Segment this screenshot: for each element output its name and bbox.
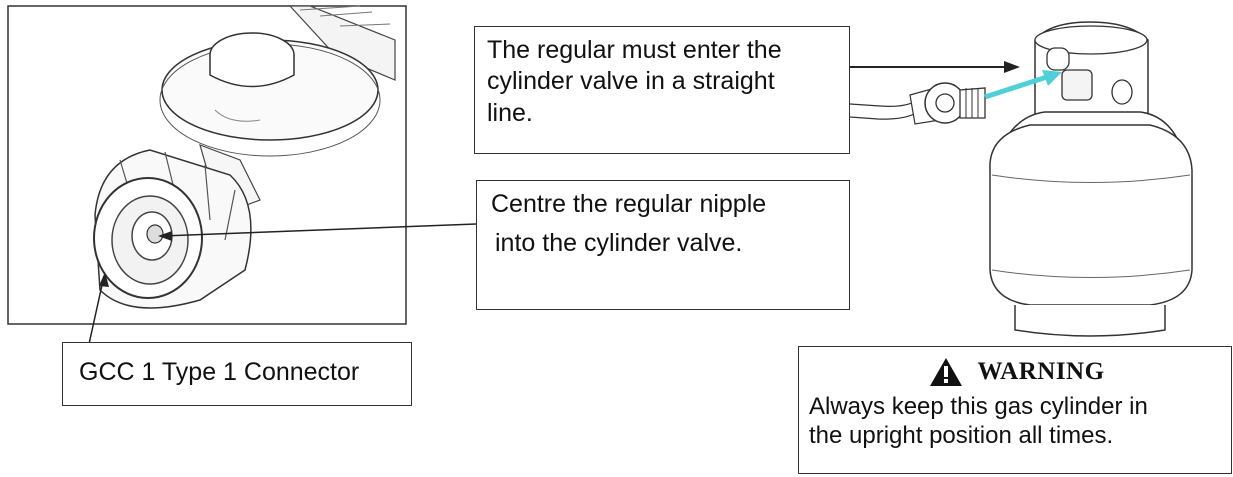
straight-line-pointer-arrow (849, 61, 1020, 73)
centre-nipple-callout: Centre the regular nipple into the cylin… (476, 180, 850, 310)
straight-line-callout: The regular must enter the cylinder valv… (474, 26, 850, 154)
straight-line-text-2: cylinder valve in a straight (487, 67, 775, 96)
gas-cylinder-illustration (989, 21, 1193, 337)
centre-nipple-text-1: Centre the regular nipple (491, 190, 767, 218)
nipple-pointer-arrow (158, 223, 477, 241)
regulator-illustration (7, 5, 407, 325)
hose-and-regulator (849, 82, 986, 125)
connector-label: GCC 1 Type 1 Connector (79, 358, 360, 386)
warning-triangle-icon (930, 358, 963, 386)
straight-line-text-3: line. (487, 98, 533, 127)
insertion-direction-arrow (984, 70, 1062, 100)
warning-box: WARNING Always keep this gas cylinder in… (798, 346, 1232, 474)
straight-line-text-1: The regular must enter the (487, 36, 782, 64)
connector-pointer-arrow (88, 272, 109, 345)
centre-nipple-text-2: into the cylinder valve. (495, 229, 743, 258)
warning-text-2: the upright position all times. (809, 421, 1114, 449)
warning-title: WARNING (977, 358, 1105, 385)
warning-text-1: Always keep this gas cylinder in (809, 393, 1148, 420)
warning-header: WARNING (809, 357, 1225, 387)
connector-label-box: GCC 1 Type 1 Connector (62, 342, 412, 406)
